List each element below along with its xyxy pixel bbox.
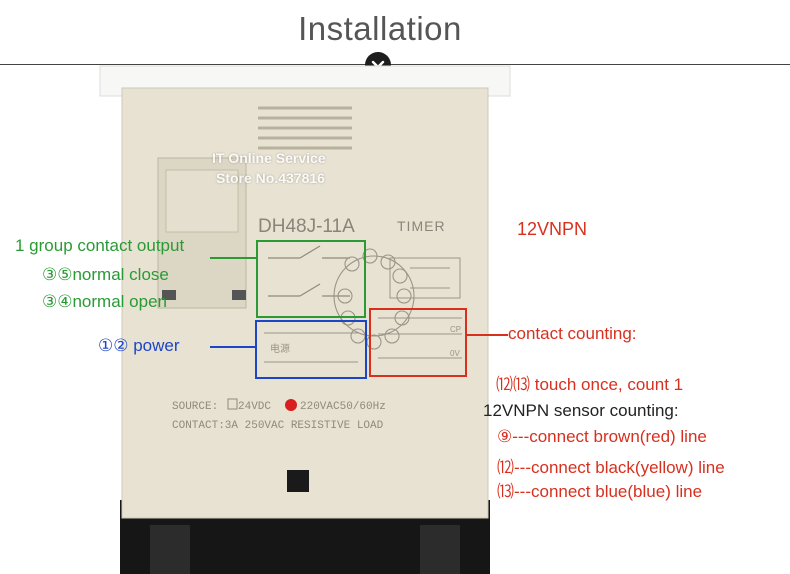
counting-terminals (378, 317, 462, 359)
watermark-line1: IT Online Service (212, 150, 326, 166)
normal-close-label: ③⑤normal close (42, 265, 169, 284)
power-cn-label: 电源 (270, 342, 290, 355)
terminal-diagram (333, 248, 415, 350)
socket-pin (150, 525, 190, 574)
header-divider (0, 64, 790, 65)
touch-once-label: ⑿⒀ touch once, count 1 (496, 375, 684, 394)
selected-voltage-dot (285, 399, 297, 411)
reset-button-hole (287, 470, 309, 492)
svg-text:CP: CP (450, 325, 461, 334)
terminal10-label: ⑿---connect black(yellow) line (497, 458, 725, 477)
contact-schematic (268, 245, 350, 297)
contact-counting-label: contact counting: (508, 324, 637, 343)
model-text: DH48J-11A (258, 216, 355, 237)
power-box (255, 320, 367, 379)
normal-open-label: ③④normal open (42, 292, 167, 311)
source-24vdc: 24VDC (238, 401, 271, 413)
contact-output-box (256, 240, 366, 318)
sensor-counting-label: 12VNPN sensor counting: (483, 401, 679, 420)
power-terminals (264, 332, 358, 363)
page-title: Installation (298, 10, 462, 47)
type-text: TIMER (397, 218, 446, 234)
sensor-type-label: 12VNPN (517, 219, 588, 239)
terminal11-label: ⒀---connect blue(blue) line (497, 482, 703, 501)
svg-text:0V: 0V (450, 349, 460, 358)
contact-output-label: 1 group contact output (15, 236, 185, 255)
vent-slots (258, 106, 352, 150)
watermark-line2: Store No.437816 (216, 170, 325, 186)
source-label: SOURCE: (172, 401, 218, 413)
terminal9-label: ⑨---connect brown(red) line (497, 427, 707, 446)
source-220vac: 220VAC50/60Hz (300, 401, 386, 413)
socket-pin (420, 525, 460, 574)
power-label: ①② power (98, 336, 180, 355)
counting-box (369, 308, 467, 377)
contact-rating: CONTACT:3A 250VAC RESISTIVE LOAD (172, 420, 384, 432)
